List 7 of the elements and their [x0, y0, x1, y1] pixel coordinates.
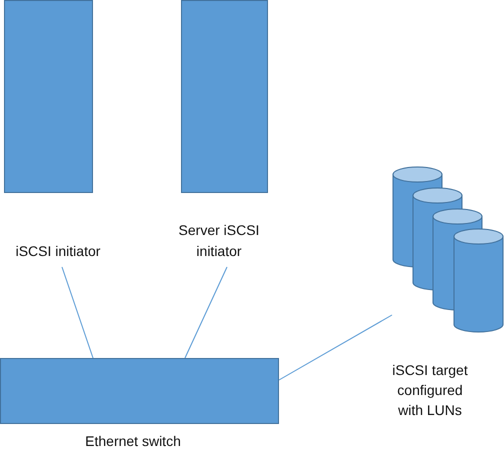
node-label: Ethernet switch — [85, 432, 181, 451]
connector-line — [184, 266, 228, 358]
node-label: Server iSCSI initiator — [178, 221, 260, 261]
node-caption: iSCSI target configured with LUNs — [391, 361, 469, 420]
connector-line — [278, 314, 392, 380]
node-label: iSCSI initiator — [16, 242, 100, 261]
connector-line — [62, 266, 94, 358]
